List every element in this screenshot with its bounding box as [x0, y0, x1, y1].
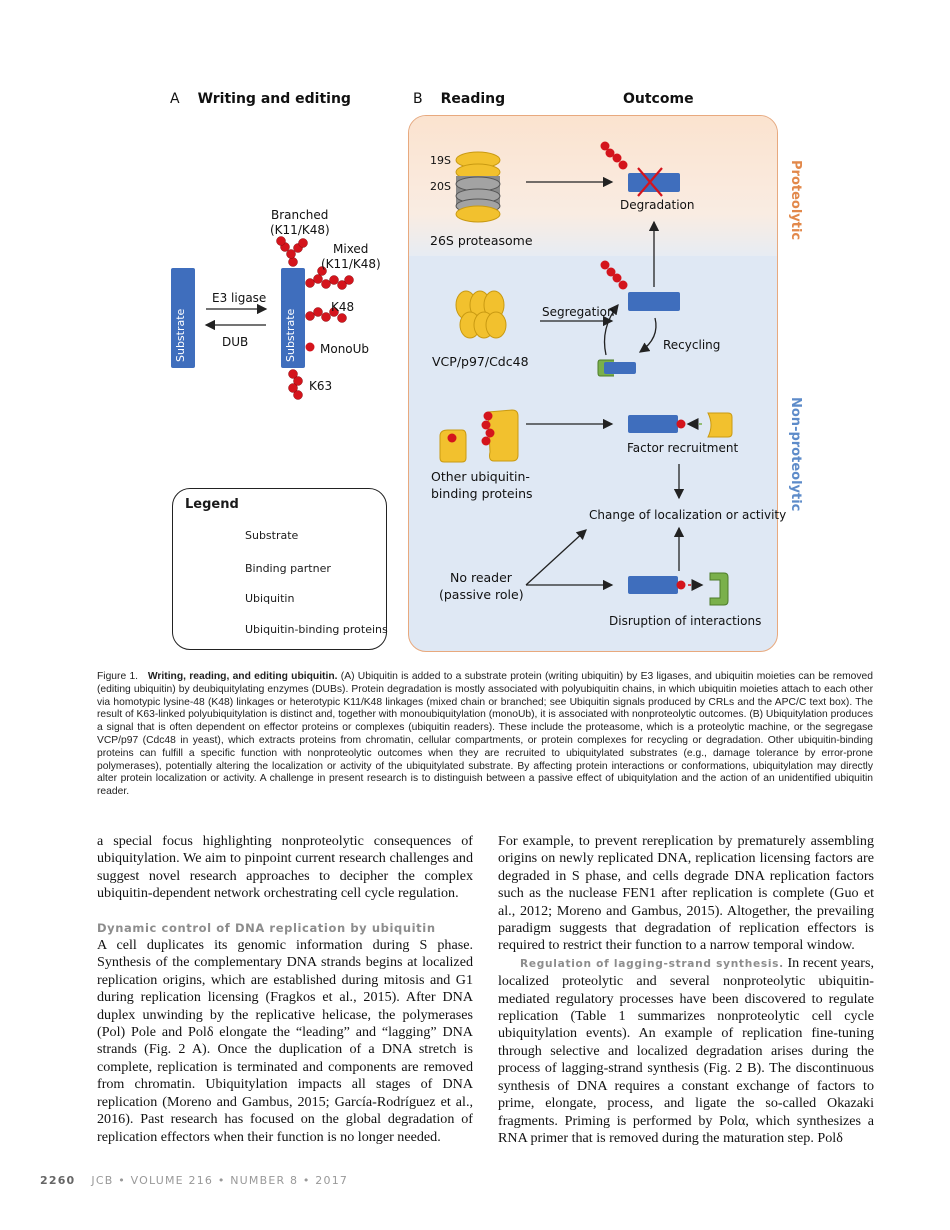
right-paragraph-2: In recent years, localized proteolytic a… [498, 954, 875, 1146]
mixed-chain [305, 266, 354, 290]
branched-label: Branched [271, 208, 329, 222]
substrate-right-shape [281, 268, 305, 368]
proteasome-shape [455, 151, 501, 223]
dub-label: DUB [222, 335, 249, 349]
legend-box: Legend Substrate Binding partner Ubiquit… [172, 488, 388, 650]
passive-change-arrow [525, 529, 587, 586]
left-column: a special focus highlighting nonproteoly… [97, 833, 473, 1146]
disruption-substrate [628, 576, 678, 594]
panel-b-title: Reading [440, 91, 506, 107]
right-column: For example, to prevent rereplication by… [498, 833, 874, 1147]
disruption-ub [676, 580, 686, 590]
e3-ligase-label: E3 ligase [212, 291, 267, 305]
mixed-sub-label: (K11/K48) [321, 257, 381, 271]
figure-1: A Writing and editing B Reading Outcome [170, 91, 803, 652]
recycled-substrate [604, 362, 636, 374]
degradation-chain [600, 141, 628, 170]
factor-recruitment-label: Factor recruitment [627, 441, 739, 455]
cross-mark [637, 167, 663, 197]
recycling-label: Recycling [663, 338, 721, 352]
k48-label: K48 [331, 300, 355, 314]
proteasome-label: 26S proteasome [430, 233, 533, 248]
degraded-substrate [628, 173, 680, 192]
proteolytic-label: Proteolytic [788, 160, 803, 241]
monoub-label: MonoUb [320, 342, 370, 356]
left-paragraph-2: A cell duplicates its genomic informatio… [97, 937, 473, 1145]
runin-heading: Regulation of lagging-strand synthesis. [520, 957, 784, 970]
section-heading: Dynamic control of DNA replication by ub… [97, 920, 436, 935]
substrate-right-label: Substrate [284, 308, 297, 362]
legend-substrate-label: Substrate [245, 529, 299, 542]
caption-title: Writing, reading, and editing ubiquitin. [147, 671, 338, 682]
release-arrow [603, 303, 619, 356]
recruitment-ub [676, 419, 686, 429]
outcome-header: Outcome [623, 91, 694, 107]
panel-b-letter: B [413, 91, 423, 107]
degradation-label: Degradation [620, 198, 695, 212]
journal-info: JCB • VOLUME 216 • NUMBER 8 • 2017 [91, 1174, 349, 1187]
change-label: Change of localization or activity [589, 508, 787, 522]
recruited-factor [707, 412, 733, 438]
k48-chain [305, 307, 347, 323]
substrate-left-label: Substrate [174, 308, 187, 362]
legend-ub-binding-label: Ubiquitin-binding proteins [245, 623, 388, 636]
panel-a-title: Writing and editing [197, 91, 351, 107]
caption-text: (A) Ubiquitin is added to a substrate pr… [97, 671, 873, 798]
no-reader-label: No reader [450, 570, 512, 585]
segregation-chain [600, 260, 628, 290]
label-20s: 20S [430, 180, 451, 193]
branched-chain [276, 236, 308, 267]
k63-label: K63 [309, 379, 333, 393]
panel-a-letter: A [170, 91, 180, 107]
figure-caption: Figure 1. Writing, reading, and editing … [97, 671, 873, 799]
caption-label: Figure 1. [97, 671, 139, 682]
left-paragraph-1: a special focus highlighting nonproteoly… [97, 833, 473, 902]
non-proteolytic-label: Non-proteolytic [788, 397, 803, 512]
vcp-label: VCP/p97/Cdc48 [432, 354, 529, 369]
vcp-shape [455, 290, 507, 339]
other-ub-binding-shape [439, 409, 519, 463]
recycling-arrow [638, 317, 657, 353]
disruption-label: Disruption of interactions [609, 614, 762, 628]
legend-title: Legend [185, 497, 239, 512]
panel-b-header: B Reading [413, 91, 505, 107]
page-footer: 2260 JCB • VOLUME 216 • NUMBER 8 • 2017 [40, 1174, 348, 1187]
branched-sub-label: (K11/K48) [270, 223, 330, 237]
passive-role-label: (passive role) [439, 587, 524, 602]
page-number: 2260 [40, 1174, 76, 1187]
figure-drawing [171, 141, 733, 637]
segregation-label: Segregation [542, 305, 615, 319]
label-19s: 19S [430, 154, 451, 167]
mixed-label: Mixed [333, 242, 369, 256]
substrate-left-shape [171, 268, 195, 368]
other-ub-label-line1: Other ubiquitin- [431, 469, 530, 484]
recruitment-substrate [628, 415, 678, 433]
k63-chain [288, 369, 303, 400]
panel-a-header: A Writing and editing [170, 91, 351, 107]
legend-binding-partner-label: Binding partner [245, 562, 331, 575]
released-partner [709, 572, 729, 606]
segregated-substrate [628, 292, 680, 311]
legend-ubiquitin-label: Ubiquitin [245, 592, 295, 605]
monoub-shape [305, 342, 315, 352]
right-paragraph-1: For example, to prevent rereplication by… [498, 833, 874, 954]
other-ub-label-line2: binding proteins [431, 486, 533, 501]
